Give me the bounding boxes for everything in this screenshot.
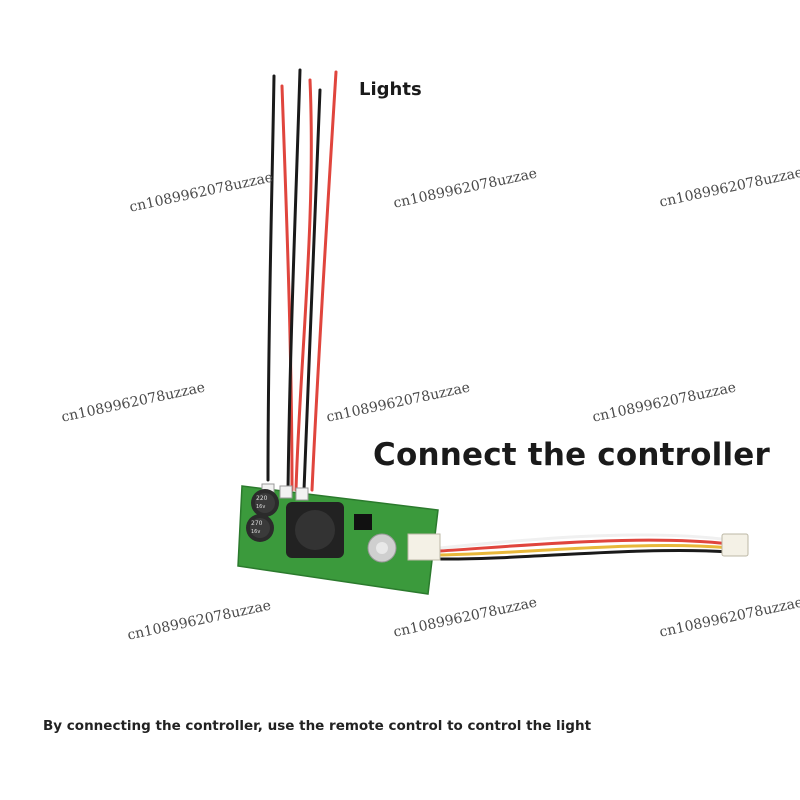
cap2-value: 270 <box>251 520 263 527</box>
cable-white <box>438 533 732 550</box>
lights-label: Lights <box>359 79 422 100</box>
wire-red-1 <box>280 84 294 492</box>
cap1-value: 220 <box>256 495 268 502</box>
wire-black-2 <box>286 68 302 492</box>
cable-black <box>438 549 732 561</box>
wire-red-3 <box>310 70 338 492</box>
wire-red-2 <box>294 78 313 492</box>
cable-yellow <box>438 544 732 557</box>
cap1-rating: 16v <box>256 504 265 510</box>
caption: By connecting the controller, use the re… <box>43 718 592 734</box>
cable-red <box>438 538 732 553</box>
board-connector <box>407 533 441 561</box>
controller-cable <box>438 533 732 561</box>
controller-plug <box>721 533 749 557</box>
cap2-rating: 16v <box>251 529 260 535</box>
wire-black-3 <box>302 88 322 492</box>
light-wires <box>266 68 338 492</box>
wire-black-1 <box>266 74 276 482</box>
ic-chip <box>354 514 372 530</box>
pcb-board <box>237 483 441 595</box>
connect-controller-label: Connect the controller <box>373 437 771 473</box>
